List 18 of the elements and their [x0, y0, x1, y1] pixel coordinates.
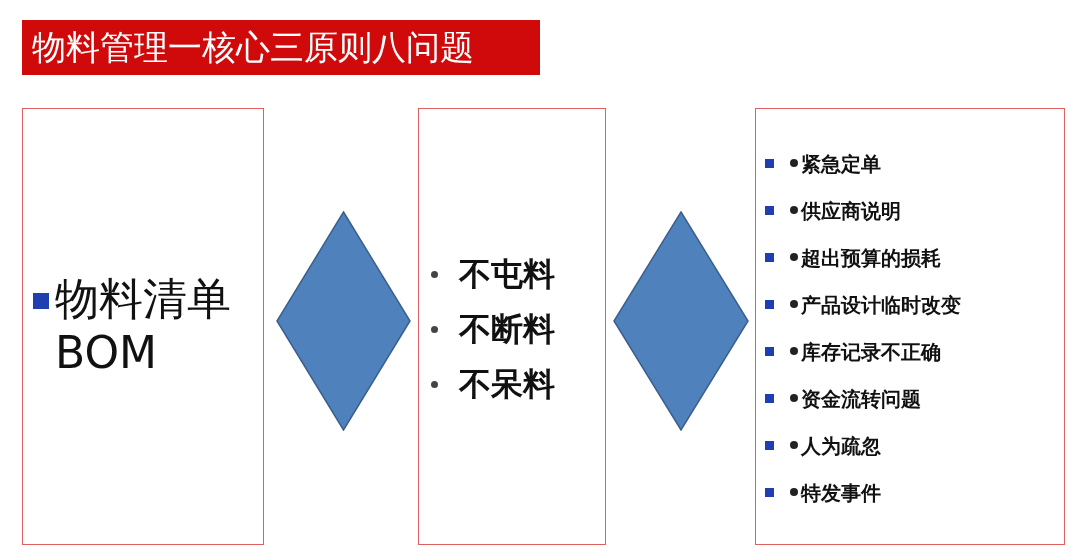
item-text: 物料清单 BOM — [55, 272, 232, 380]
item-text: 产品设计临时改变 — [801, 292, 961, 318]
text-box — [755, 108, 1065, 545]
item-text: 不屯料 — [459, 254, 555, 295]
item-text: 不断料 — [459, 309, 555, 350]
item-text: 供应商说明 — [801, 198, 901, 224]
diamond-shape — [276, 211, 411, 431]
title-banner: 物料管理一核心三原则八问题 — [22, 20, 540, 75]
item-text: 不呆料 — [459, 364, 555, 405]
text-box — [418, 108, 606, 545]
item-text: 人为疏忽 — [801, 433, 881, 459]
item-text: 超出预算的损耗 — [801, 245, 941, 271]
item-text: 特发事件 — [801, 480, 881, 506]
diamond-shape — [613, 211, 749, 431]
item-text: 紧急定单 — [801, 151, 881, 177]
item-text: 资金流转问题 — [801, 386, 921, 412]
text-box — [22, 108, 264, 545]
item-text: 库存记录不正确 — [801, 339, 941, 365]
